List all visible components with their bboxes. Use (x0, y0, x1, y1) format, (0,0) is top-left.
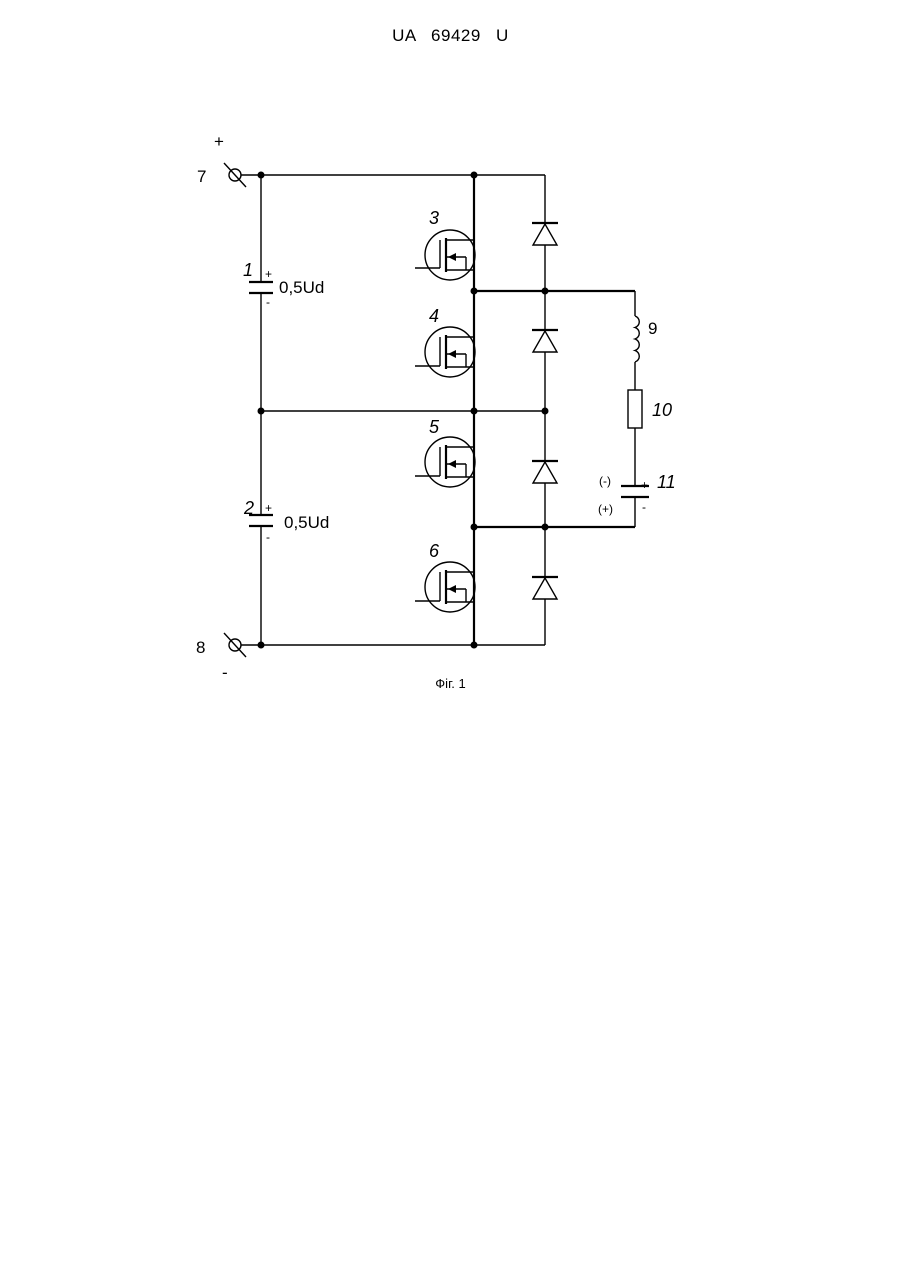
transistor-5-label: 5 (429, 417, 440, 437)
transistor-6-label: 6 (429, 541, 440, 561)
inductor-9 (635, 316, 639, 362)
resistor-10 (628, 390, 642, 428)
capacitor-2-value: 0,5Ud (284, 513, 329, 532)
transistor-3 (415, 230, 475, 280)
diode-2 (532, 330, 558, 352)
capacitor-1 (249, 282, 273, 293)
terminal-8-label: 8 (196, 638, 205, 657)
battery-11-upper-label: (-) (599, 474, 611, 488)
transistor-4-label: 4 (429, 306, 439, 326)
battery-11-lower-label: (+) (598, 502, 613, 516)
resistor-10-label: 10 (652, 400, 672, 420)
transistor-6 (415, 562, 475, 612)
transistor-4 (415, 327, 475, 377)
junction-dots (258, 172, 549, 649)
terminal-7-polarity: + (214, 132, 224, 151)
transistor-5 (415, 437, 475, 487)
battery-11-minus: - (642, 500, 646, 514)
transistor-3-label: 3 (429, 208, 439, 228)
capacitor-2-label: 2 (243, 498, 254, 518)
diode-1 (532, 223, 558, 245)
capacitor-2-plus: + (265, 501, 272, 515)
capacitor-1-label: 1 (243, 260, 253, 280)
battery-11-plus: + (641, 478, 648, 492)
battery-11-label: 11 (657, 472, 676, 492)
capacitor-2-minus: - (266, 530, 270, 544)
diode-4 (532, 577, 558, 599)
capacitor-1-minus: - (266, 295, 270, 309)
wiring (241, 175, 635, 645)
terminal-7-label: 7 (197, 167, 206, 186)
capacitor-1-value: 0,5Ud (279, 278, 324, 297)
capacitor-1-plus: + (265, 267, 272, 281)
inductor-9-label: 9 (648, 319, 657, 338)
figure-caption: Фіг. 1 (0, 676, 901, 691)
diode-3 (532, 461, 558, 483)
